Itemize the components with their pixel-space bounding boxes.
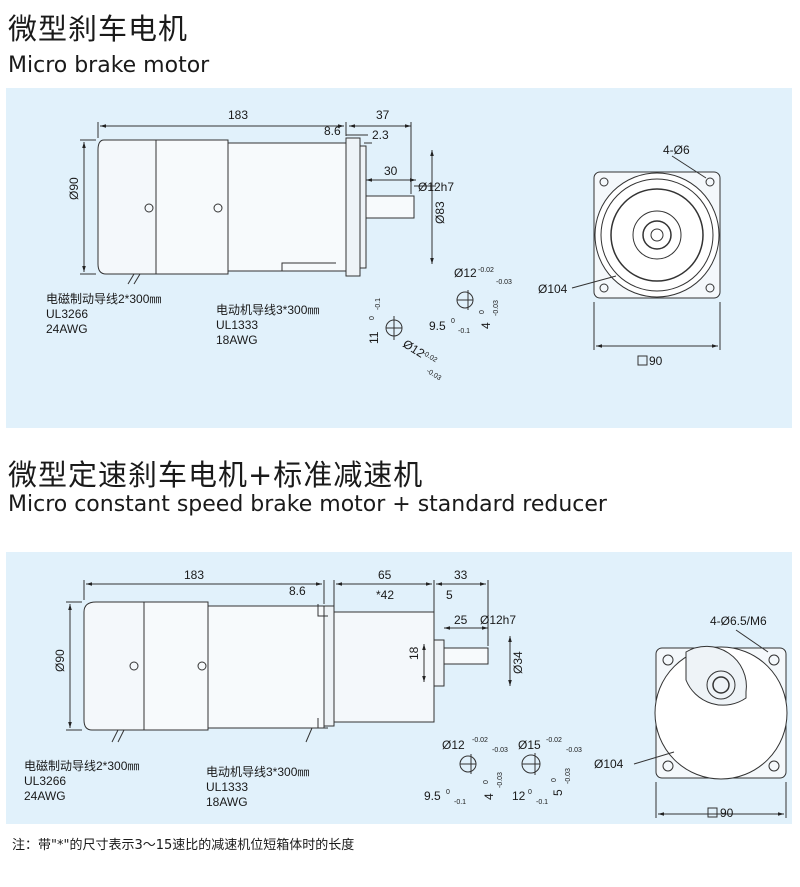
dim-length: 183 bbox=[184, 568, 204, 582]
k3-l: -0.1 bbox=[454, 799, 466, 806]
dim-body-dia: Ø90 bbox=[53, 649, 67, 672]
key-a-tol-u: -0.02 bbox=[478, 267, 494, 274]
key-c: 4 bbox=[479, 322, 493, 329]
k1-u: -0.02 bbox=[472, 737, 488, 744]
key-e-tol-l: -0.03 bbox=[425, 368, 442, 382]
k4-l: -0.03 bbox=[497, 772, 504, 788]
dim-pcd: Ø104 bbox=[538, 282, 568, 296]
dim-shaft-dia: Ø12h7 bbox=[480, 613, 516, 627]
k2: Ø15 bbox=[518, 738, 541, 752]
dim-d1: 8.6 bbox=[289, 584, 306, 598]
wire-motor-line2: UL1333 bbox=[216, 318, 258, 332]
micro-brake-motor-drawing: 183 37 8.6 2.3 30 Ø12h7 Ø83 Ø90 4-Ø6 Ø10… bbox=[46, 108, 721, 382]
key-c-tol-l: -0.03 bbox=[493, 300, 500, 316]
k4-u: 0 bbox=[483, 780, 490, 784]
k3: 9.5 bbox=[424, 789, 441, 803]
dim-pcd: Ø104 bbox=[594, 757, 624, 771]
wire-brake-line2: UL3266 bbox=[46, 307, 88, 321]
key-d-tol-l: -0.1 bbox=[375, 298, 382, 310]
wire-brake-line1: 电磁制动导线2*300㎜ bbox=[24, 758, 139, 773]
section1-title-cn: 微型刹车电机 bbox=[8, 12, 189, 46]
k6-u: 0 bbox=[551, 778, 558, 782]
k6-l: -0.03 bbox=[565, 768, 572, 784]
k2-l: -0.03 bbox=[566, 747, 582, 754]
dim-gear-len: 65 bbox=[378, 568, 392, 582]
dim-shaft-total: 33 bbox=[454, 568, 468, 582]
k5-u: 0 bbox=[528, 789, 532, 796]
section1-title-en: Micro brake motor bbox=[8, 53, 210, 78]
dim-flange-dia: Ø83 bbox=[433, 201, 447, 224]
key-e-tol-u: -0.02 bbox=[421, 350, 438, 364]
k4: 4 bbox=[482, 793, 496, 800]
key-b-tol-l: -0.1 bbox=[458, 328, 470, 335]
dim-body-dia: Ø90 bbox=[67, 177, 81, 200]
square-symbol bbox=[707, 807, 718, 818]
wire-brake-line3: 24AWG bbox=[46, 322, 88, 336]
k1-l: -0.03 bbox=[492, 747, 508, 754]
brake-motor-reducer-drawing: 183 8.6 65 *42 33 5 25 Ø12h7 18 Ø34 Ø90 … bbox=[24, 568, 788, 820]
dim-d5: 5 bbox=[446, 588, 453, 602]
dim-boss-dia: Ø34 bbox=[511, 651, 525, 674]
dim-boss: 18 bbox=[407, 646, 421, 660]
k6: 5 bbox=[551, 789, 565, 796]
k2-u: -0.02 bbox=[546, 737, 562, 744]
k1: Ø12 bbox=[442, 738, 465, 752]
key-c-tol-u: 0 bbox=[479, 310, 486, 314]
k3-u: 0 bbox=[446, 789, 450, 796]
dim-d1: 8.6 bbox=[324, 124, 341, 138]
key-a: Ø12 bbox=[454, 266, 477, 280]
wire-motor-line1: 电动机导线3*300㎜ bbox=[206, 765, 309, 779]
dim-square: 90 bbox=[649, 354, 663, 368]
key-a-tol-l: -0.03 bbox=[496, 279, 512, 286]
drawing-panel-2: 183 8.6 65 *42 33 5 25 Ø12h7 18 Ø34 Ø90 … bbox=[6, 552, 792, 824]
footnote: 注：带"*"的尺寸表示3～15速比的减速机位短箱体时的长度 bbox=[12, 838, 355, 853]
dim-square: 90 bbox=[720, 806, 734, 820]
wire-brake-line1: 电磁制动导线2*300㎜ bbox=[46, 291, 161, 306]
key-b-tol-u: 0 bbox=[451, 318, 455, 325]
dim-holes: 4-Ø6.5/M6 bbox=[710, 614, 767, 628]
dim-holes: 4-Ø6 bbox=[663, 143, 690, 157]
wire-motor-line3: 18AWG bbox=[216, 333, 258, 347]
dim-length: 183 bbox=[228, 108, 248, 122]
section2-title-en: Micro constant speed brake motor + stand… bbox=[8, 492, 607, 517]
key-b: 9.5 bbox=[429, 319, 446, 333]
k5-l: -0.1 bbox=[536, 799, 548, 806]
dim-shaft-dia: Ø12h7 bbox=[418, 180, 454, 194]
dim-d2: 2.3 bbox=[372, 128, 389, 142]
key-d-tol-u: 0 bbox=[369, 316, 376, 320]
dim-flange-len: 37 bbox=[376, 108, 390, 122]
dim-shaft-len: 30 bbox=[384, 164, 398, 178]
wire-motor-line3: 18AWG bbox=[206, 795, 248, 809]
wire-motor-line2: UL1333 bbox=[206, 780, 248, 794]
key-d: 11 bbox=[367, 331, 381, 344]
dim-shaft-len: 25 bbox=[454, 613, 468, 627]
drawing-panel-1: 183 37 8.6 2.3 30 Ø12h7 Ø83 Ø90 4-Ø6 Ø10… bbox=[6, 88, 792, 428]
wire-brake-line2: UL3266 bbox=[24, 774, 66, 788]
k5: 12 bbox=[512, 789, 526, 803]
dim-gear-len-star: *42 bbox=[376, 588, 394, 602]
section2-title-cn: 微型定速刹车电机+标准减速机 bbox=[8, 458, 424, 492]
wire-brake-line3: 24AWG bbox=[24, 789, 66, 803]
square-symbol bbox=[637, 355, 648, 366]
wire-motor-line1: 电动机导线3*300㎜ bbox=[216, 303, 319, 317]
